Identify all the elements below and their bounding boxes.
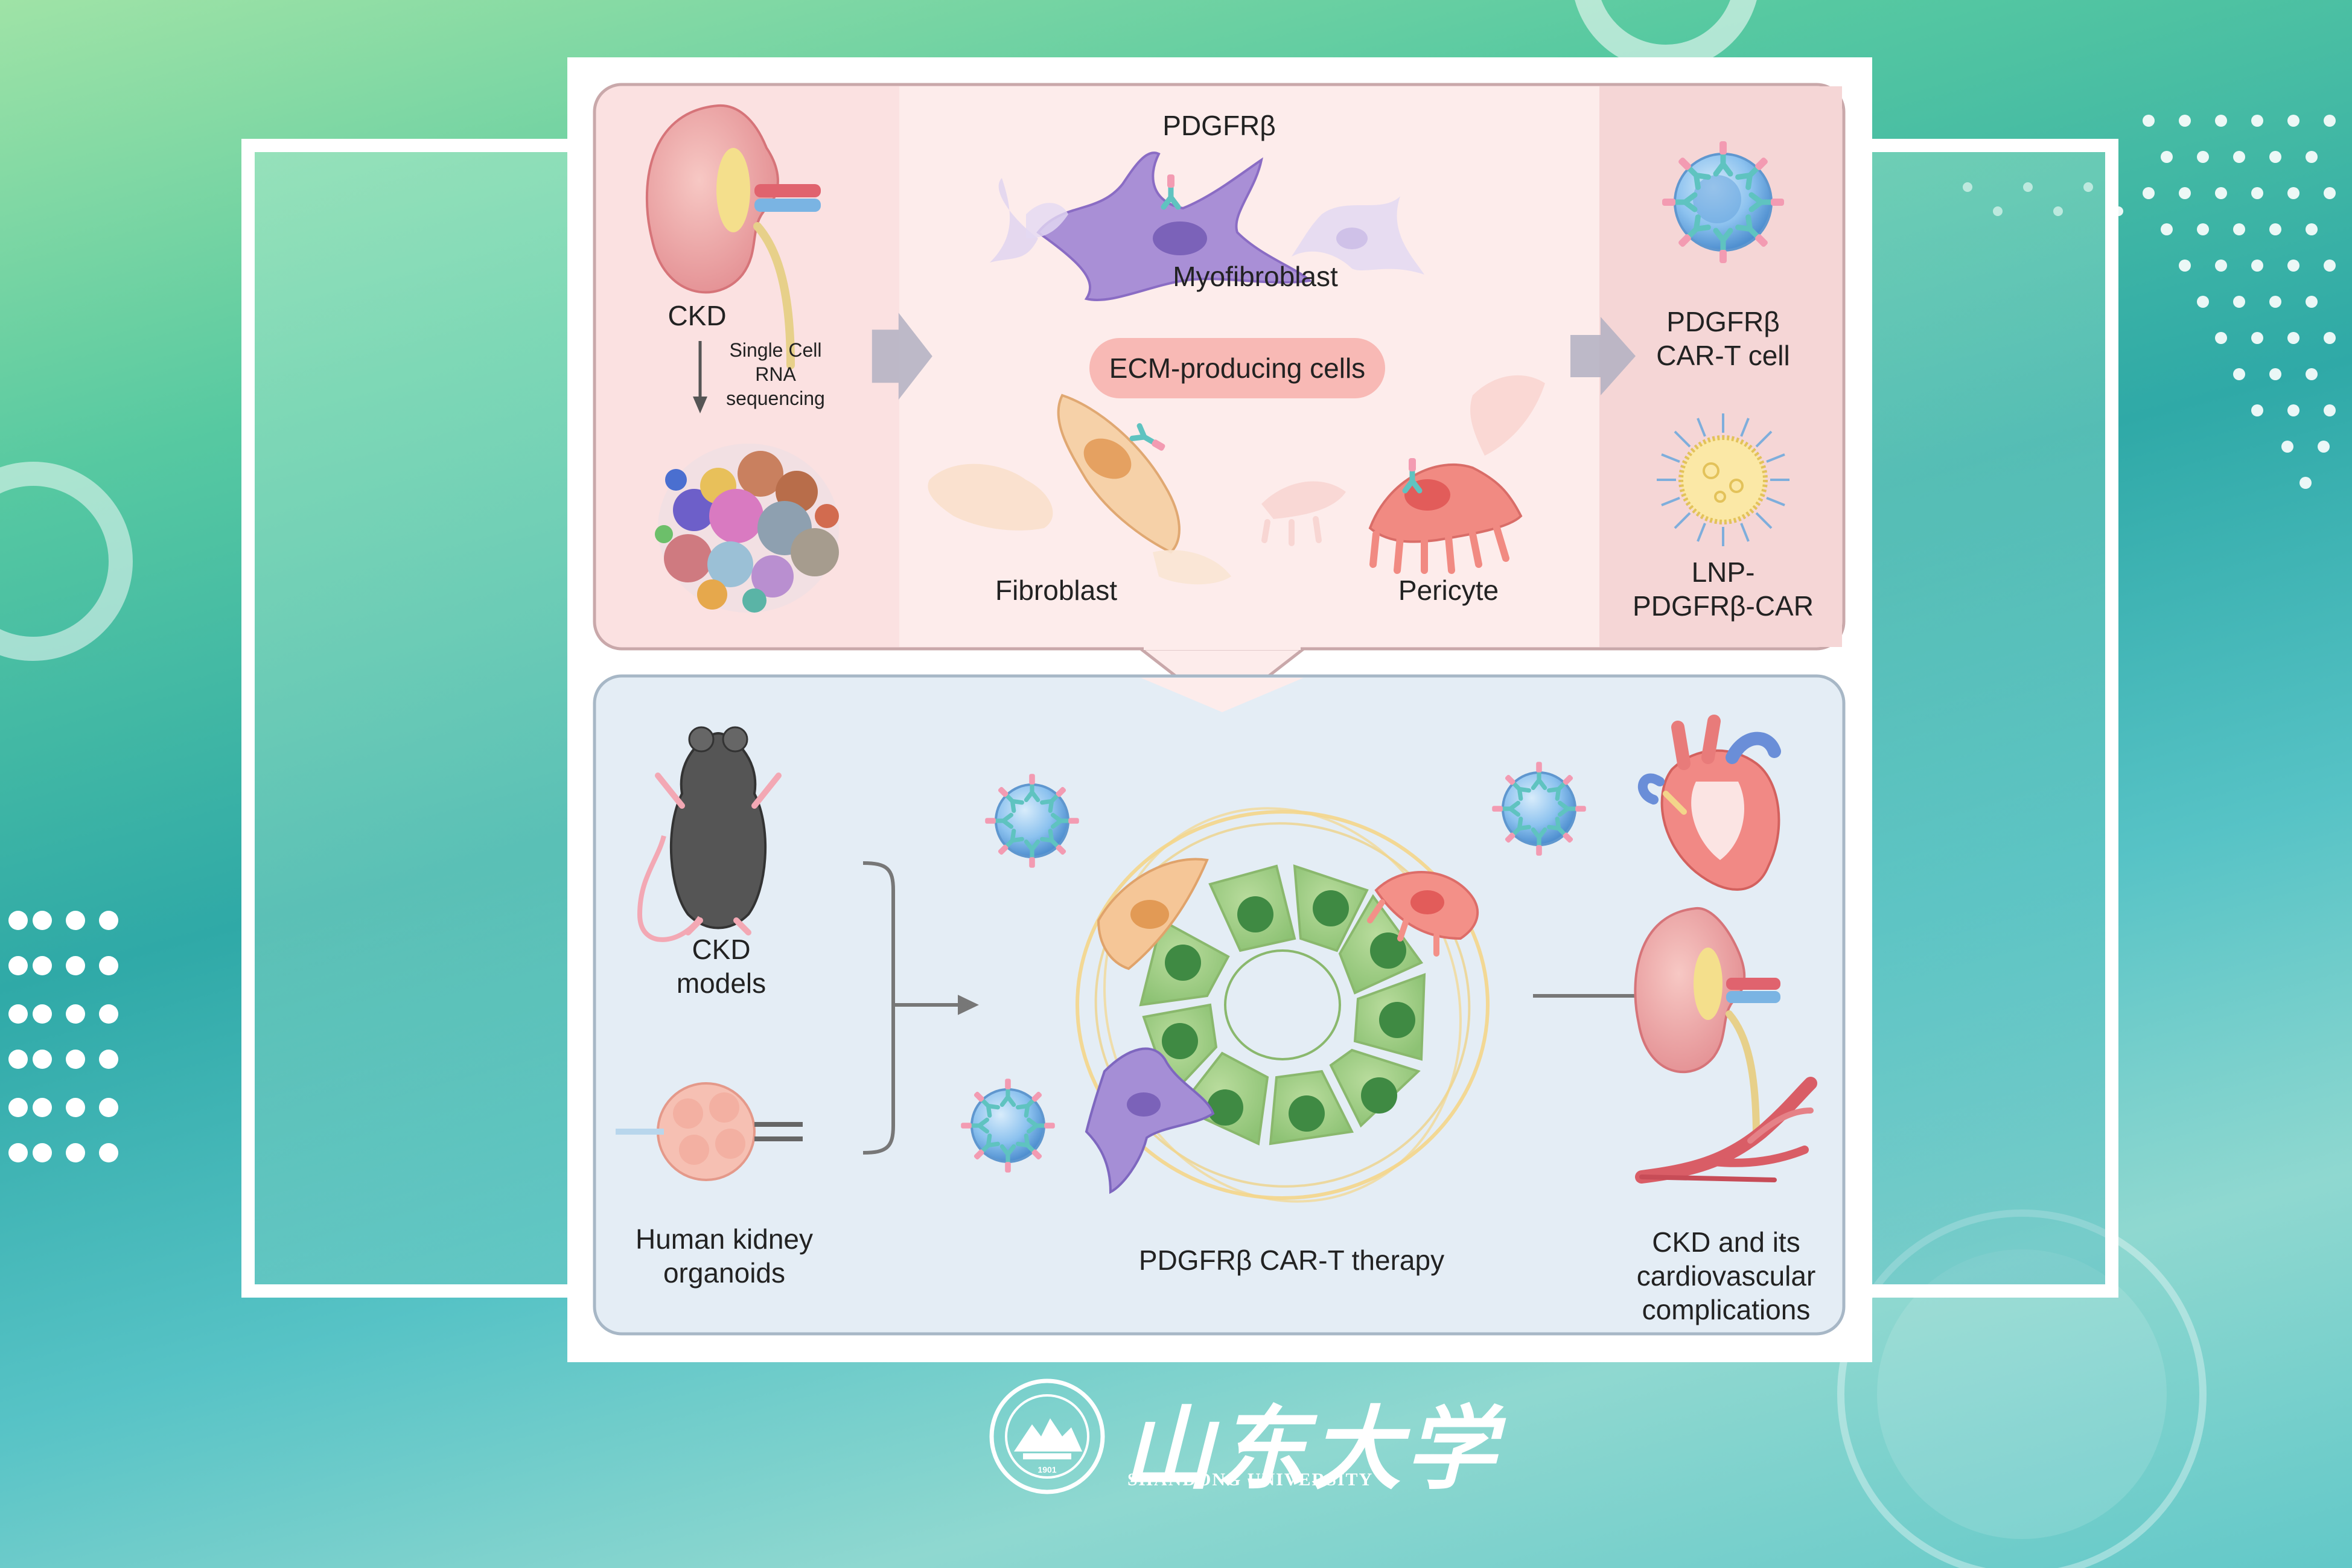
kidney-icon [1634,907,1780,1141]
fibroblast-label: Fibroblast [995,575,1117,606]
pericyte-icon [1367,871,1479,957]
car-t-cell-icon [985,774,1079,868]
top-panel [593,83,1846,715]
car-t-cell-icon [961,1079,1055,1173]
left-dot-pattern [8,911,118,1162]
car-t-cell-label: PDGFRβ CAR-T cell [1656,306,1790,372]
pericyte-icon [1261,375,1545,574]
left-ring-decoration [0,462,133,661]
logo-chinese-name: 山东大学 [1123,1396,1500,1502]
logo-year: 1901 [1037,1465,1056,1474]
car-t-cell-icon [1492,762,1586,856]
mouse-icon [637,726,782,942]
outcome-label: CKD and its cardiovascular complications [1636,1226,1816,1326]
bracket-arrow-icon [862,861,979,1155]
lnp-car-label: LNP- PDGFRβ-CAR [1633,556,1814,622]
ckd-models-label: CKD models [676,934,766,999]
right-arrow-icon [1570,317,1636,395]
lipid-nanoparticle-icon [1657,413,1789,546]
shandong-university-seal-icon: 1901 [989,1378,1105,1494]
ecm-producing-cells-label: ECM-producing cells [1109,352,1366,384]
bottom-right-ring-decoration-2 [1877,1249,2167,1539]
graphical-abstract-card: CKD Single Cell RNA sequencing PDGFRβ My… [567,57,1872,1362]
organoid-icon [616,1082,803,1181]
myofibroblast-label: Myofibroblast [1173,261,1338,292]
kidney-icon [645,104,821,369]
pdgfrb-label: PDGFRβ [1162,110,1276,141]
fibroblast-icon [928,394,1231,585]
car-t-cell-icon [1662,141,1784,263]
down-arrow-icon [693,341,707,413]
graphical-abstract-diagram [593,83,1846,1336]
logo-english-name: SHANDONG UNIVERSITY [1127,1470,1374,1490]
pericyte-label: Pericyte [1398,575,1499,606]
kidney-tubule-icon [1076,807,1490,1203]
ckd-label: CKD [668,300,727,331]
myofibroblast-icon [990,151,1424,302]
top-ring-decoration [1575,0,1757,70]
blood-vessel-icon [1635,1077,1817,1184]
scrna-label: Single Cell RNA sequencing [726,339,825,409]
right-arrow-icon [872,313,932,400]
organoids-label: Human kidney organoids [635,1223,814,1289]
therapy-label: PDGFRβ CAR-T therapy [1138,1245,1445,1276]
myofibroblast-icon [1085,1047,1215,1194]
fibroblast-icon [1097,858,1209,970]
umap-cluster-icon [655,444,839,613]
heart-icon [1638,715,1781,891]
ecm-badge [1089,338,1385,398]
